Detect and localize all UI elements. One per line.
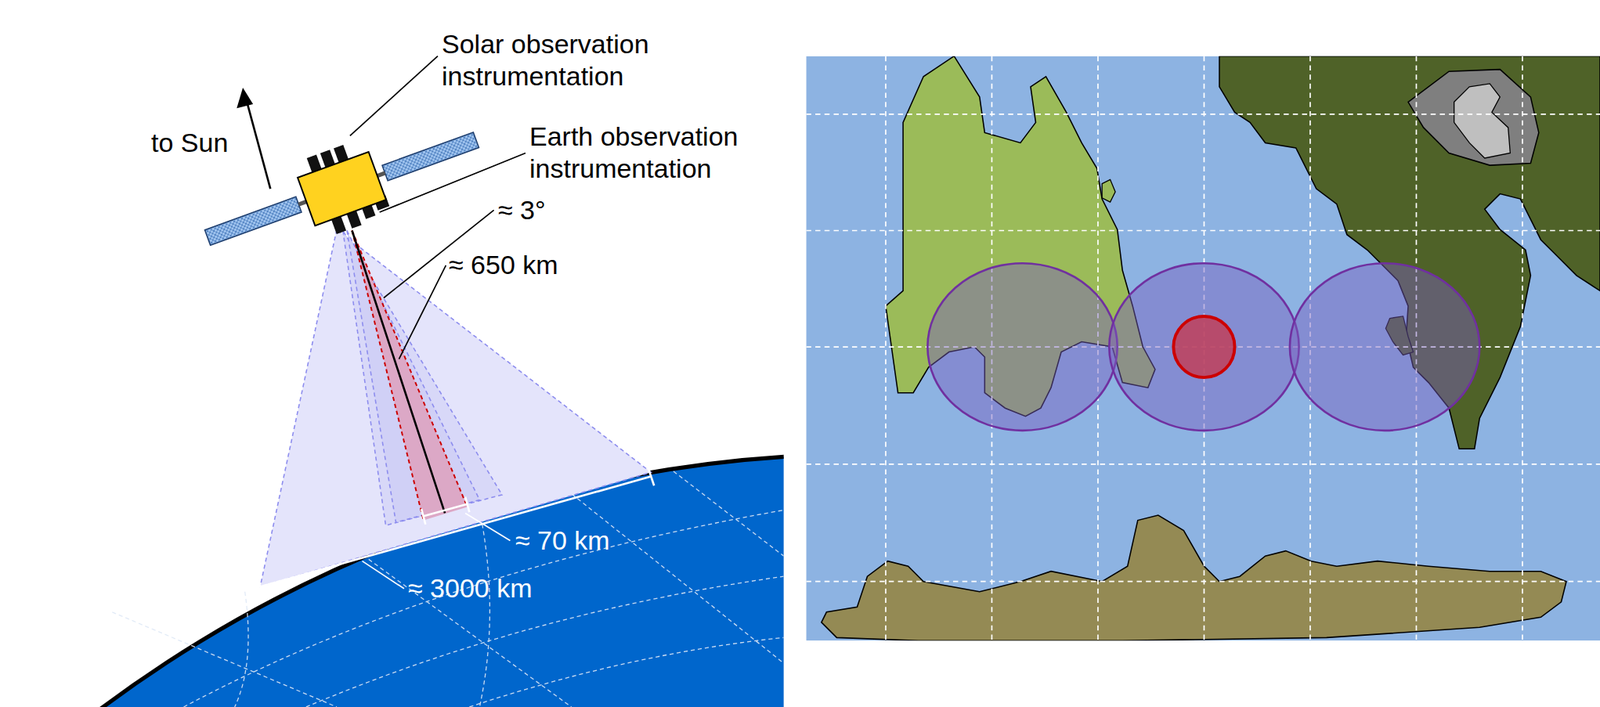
dimension-label: ≈ 650 km (448, 249, 606, 282)
part-label: Earth observation instrumentation (529, 120, 779, 185)
dimension-label: ≈ 3000 km (408, 572, 589, 605)
direction-label: to Sun (151, 126, 261, 159)
satellite (193, 101, 490, 277)
dimension-label: ≈ 3° (498, 194, 593, 227)
map (805, 56, 1600, 642)
sun-arrow (236, 87, 271, 189)
dimension-label: ≈ 70 km (515, 524, 665, 557)
part-label: Solar observation instrumentation (441, 28, 685, 93)
